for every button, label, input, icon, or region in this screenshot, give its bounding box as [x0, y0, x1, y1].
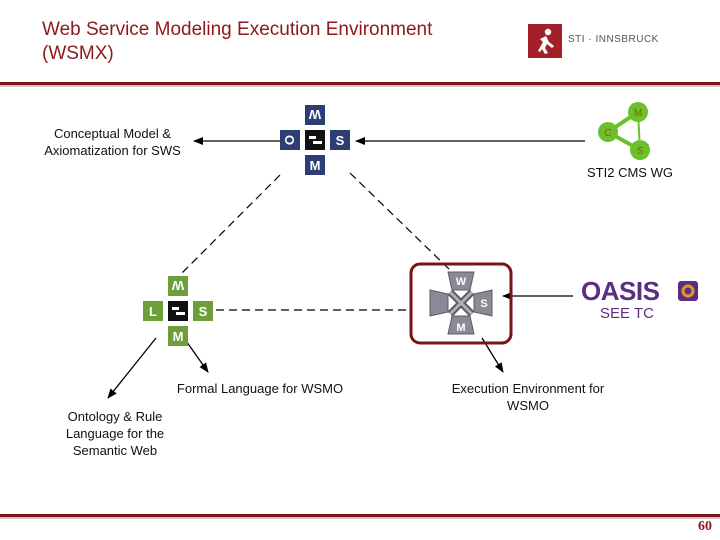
svg-text:W: W: [456, 276, 467, 288]
svg-text:W: W: [171, 278, 184, 293]
label-sti2-cms-wg: STI2 CMS WG: [570, 164, 690, 181]
svg-text:M: M: [456, 322, 465, 334]
title-line-2: (WSMX): [42, 43, 114, 64]
label-line: Formal Language for WSMO: [176, 381, 344, 396]
page-title: Web Service Modeling Execution Environme…: [42, 18, 512, 66]
header-divider: [0, 82, 720, 85]
oasis-emblem-icon: [678, 281, 698, 301]
sti-figure-icon: [538, 28, 554, 54]
svg-text:M: M: [634, 108, 642, 119]
label-formal-language: Formal Language for WSMO: [150, 380, 370, 397]
footer-divider-shadow: [0, 517, 720, 519]
svg-text:O: O: [282, 135, 297, 145]
page-number: 60: [698, 519, 712, 534]
svg-text:S: S: [480, 298, 487, 310]
label-line: WSMO: [507, 398, 549, 413]
label-line: Ontology & Rule: [67, 409, 163, 424]
wsmx-logo-icon: W M S: [429, 271, 493, 335]
oasis-logo-text: OASIS: [581, 276, 660, 306]
label-line: Execution Environment for: [451, 381, 605, 396]
label-conceptual-model: Conceptual Model & Axiomatization for SW…: [20, 125, 205, 159]
label-see-tc: SEE TC: [600, 305, 680, 322]
svg-text:M: M: [310, 158, 321, 173]
label-line: STI2 CMS WG: [587, 165, 673, 180]
dashed-edge-top-left: [177, 174, 281, 278]
wsmo-logo-icon: W O S M: [280, 105, 350, 175]
header-divider-shadow: [0, 85, 720, 87]
label-line: SEE TC: [600, 305, 654, 322]
sti-innsbruck-logo: STI · INNSBRUCK: [528, 24, 678, 60]
label-ontology-rule-language: Ontology & Rule Language for the Semanti…: [40, 408, 190, 459]
title-line-1: Web Service Modeling Execution Environme…: [42, 19, 433, 40]
sti-badge-icon: [528, 24, 562, 58]
svg-text:S: S: [336, 133, 345, 148]
svg-text:W: W: [308, 107, 321, 122]
footer-divider: [0, 514, 720, 517]
label-line: Conceptual Model &: [53, 126, 172, 141]
oasis-logo-icon: OASIS: [581, 276, 701, 306]
wsml-logo-icon: W L S M: [143, 276, 213, 346]
svg-text:S: S: [199, 304, 208, 319]
label-line: Semantic Web: [72, 443, 158, 458]
wsmx-highlight-frame: [409, 262, 513, 345]
label-line: Axiomatization for SWS: [44, 143, 181, 158]
label-line: Language for the: [65, 426, 165, 441]
arrow-to-ontology: [107, 337, 157, 399]
svg-text:L: L: [149, 304, 157, 319]
label-execution-environment: Execution Environment for WSMO: [432, 380, 624, 414]
svg-text:C: C: [604, 128, 611, 139]
svg-text:S: S: [637, 146, 644, 157]
dashed-edge-top-right: [349, 172, 451, 271]
sti-logo-text: STI · INNSBRUCK: [568, 34, 659, 45]
cms-molecule-icon: M C S: [598, 102, 650, 160]
svg-text:M: M: [173, 329, 184, 344]
